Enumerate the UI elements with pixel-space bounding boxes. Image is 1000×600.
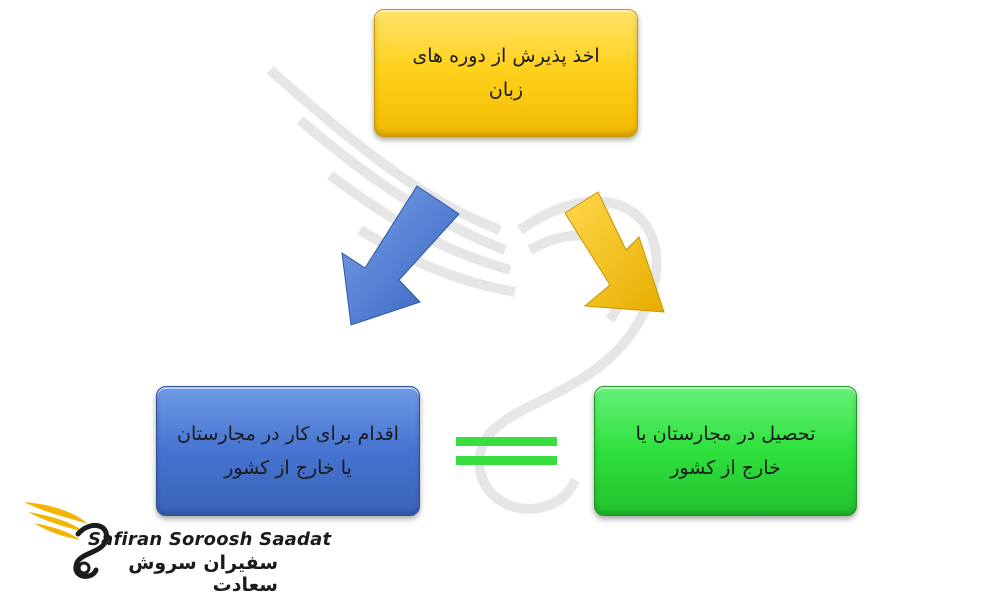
logo-name-persian: سفیران سروش سعادت — [128, 552, 278, 596]
step-box-work-abroad: اقدام برای کار در مجارستان یا خارج از کش… — [156, 386, 420, 516]
arrow-yellow-shape — [564, 191, 665, 313]
arrow-blue-shape — [341, 185, 460, 326]
logo-name-english: Safiran Soroosh Saadat — [88, 529, 332, 550]
wing-swirl-logo-icon — [24, 502, 109, 579]
equals-bar-bottom — [456, 456, 557, 465]
step-box-study-abroad-text: تحصیل در مجارستان یا خارج از کشور — [635, 423, 816, 479]
step-box-language-admission-text: اخذ پذیرش از دوره های زبان — [412, 45, 600, 101]
step-box-study-abroad: تحصیل در مجارستان یا خارج از کشور — [594, 386, 857, 516]
step-box-work-abroad-text: اقدام برای کار در مجارستان یا خارج از کش… — [177, 423, 399, 479]
step-box-language-admission: اخذ پذیرش از دوره های زبان — [374, 9, 638, 137]
equals-bar-top — [456, 437, 557, 446]
equals-sign-icon — [456, 437, 557, 467]
